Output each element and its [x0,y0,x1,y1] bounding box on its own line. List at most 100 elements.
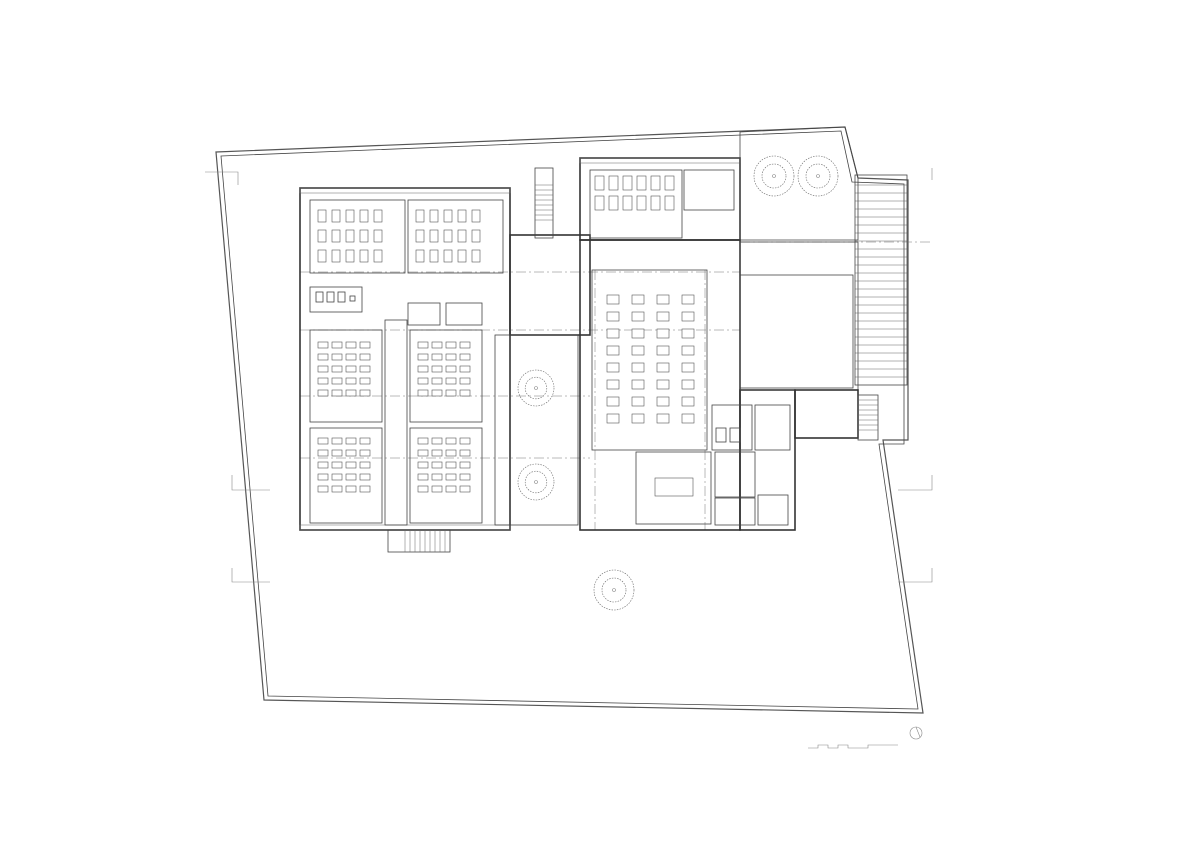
desk [417,365,429,373]
desk [656,328,670,339]
main-hall [591,269,708,451]
staff-room [635,451,712,525]
desk [681,362,695,373]
desk [359,485,371,493]
desk [431,365,443,373]
desk [681,396,695,407]
desk [415,229,425,243]
desk [471,249,481,263]
desk [471,229,481,243]
desk [331,449,343,457]
desk [331,353,343,361]
desk [608,195,619,211]
tree-icon [797,155,839,197]
service-rooms [711,389,796,531]
desk [594,175,605,191]
dining-room [589,169,683,239]
desk [656,396,670,407]
desk [317,249,327,263]
desk [317,209,327,223]
desk [631,294,645,305]
desk [417,341,429,349]
desk [443,229,453,243]
stair-core-west [407,302,441,326]
desk [359,209,369,223]
desk [331,389,343,397]
desk [415,249,425,263]
desk [594,195,605,211]
desk [417,461,429,469]
upper-classroom-1 [309,199,406,274]
external-stair-south [387,529,451,553]
classroom-west-1 [309,329,383,423]
desk [317,437,329,445]
desk [631,379,645,390]
central-corridor [384,319,408,526]
desk [650,175,661,191]
desk [345,461,357,469]
desk [317,473,329,481]
desk [417,485,429,493]
desk [656,311,670,322]
desk [431,377,443,385]
desk [331,473,343,481]
desk [445,461,457,469]
desk [317,485,329,493]
desk [631,362,645,373]
desk [331,485,343,493]
upper-classroom-2 [407,199,504,274]
desk [631,413,645,424]
desk [317,377,329,385]
east-stair [857,394,879,441]
desk [331,341,343,349]
desk [331,377,343,385]
desk [459,461,471,469]
desk [443,249,453,263]
desk [445,377,457,385]
terrace-frame [854,174,908,386]
desk [429,209,439,223]
garden-tree-group [753,155,839,197]
desk [445,485,457,493]
desk [656,379,670,390]
desk [431,485,443,493]
desk [445,389,457,397]
desk [656,413,670,424]
desk [606,396,620,407]
east-plaza [739,274,854,389]
east-extension [739,241,859,391]
desk [359,377,371,385]
desk [373,249,383,263]
desk [622,175,633,191]
desk [457,229,467,243]
desk [631,311,645,322]
site-tree [593,569,635,611]
crop-marks [205,168,933,583]
desk [345,209,355,223]
garden-area [739,126,859,241]
desk [317,341,329,349]
courtyard [494,334,579,526]
desk [606,413,620,424]
desk [656,362,670,373]
desk [373,229,383,243]
desk [431,437,443,445]
desk [345,473,357,481]
desk [459,389,471,397]
desk [345,485,357,493]
desk [459,341,471,349]
desk [459,377,471,385]
desk [317,365,329,373]
desk [606,311,620,322]
desk [471,209,481,223]
desk [631,396,645,407]
desk [608,175,619,191]
desk [331,229,341,243]
desk [445,449,457,457]
desk [417,377,429,385]
desk [345,249,355,263]
desk [431,473,443,481]
desk [331,365,343,373]
desk [606,328,620,339]
desk [359,473,371,481]
